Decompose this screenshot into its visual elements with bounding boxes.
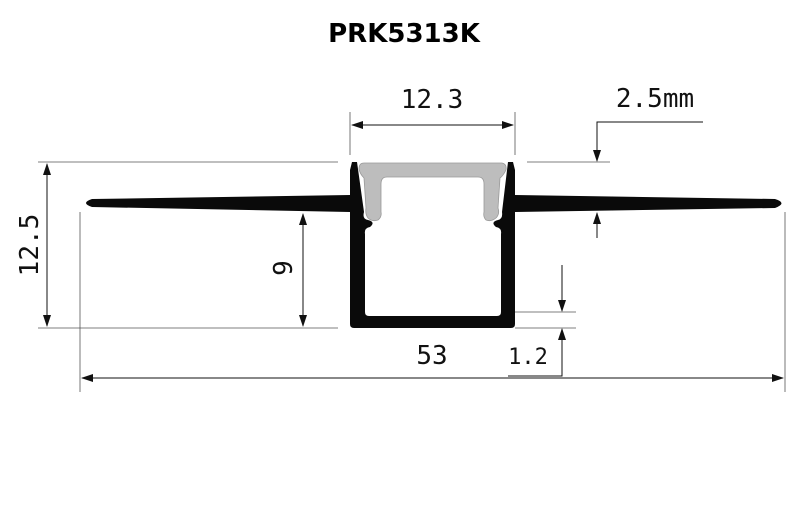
- dim-total-width: 53: [416, 341, 447, 371]
- aluminum-profile: [86, 162, 782, 328]
- dim-inner-depth: 9: [269, 260, 299, 276]
- dim-line-base-bottom: [508, 328, 566, 377]
- diffuser-cover: [358, 162, 507, 222]
- title: PRK5313K: [328, 19, 481, 49]
- dim-base-thickness: 1.2: [508, 345, 548, 370]
- extension-lines: [38, 112, 786, 392]
- left-flange: [86, 195, 350, 212]
- right-flange: [515, 195, 782, 212]
- dim-line-flange-top: [593, 121, 703, 162]
- dim-flange-thickness: 2.5mm: [616, 84, 694, 114]
- dim-total-height: 12.5: [15, 214, 45, 277]
- dim-top-opening: 12.3: [401, 85, 464, 115]
